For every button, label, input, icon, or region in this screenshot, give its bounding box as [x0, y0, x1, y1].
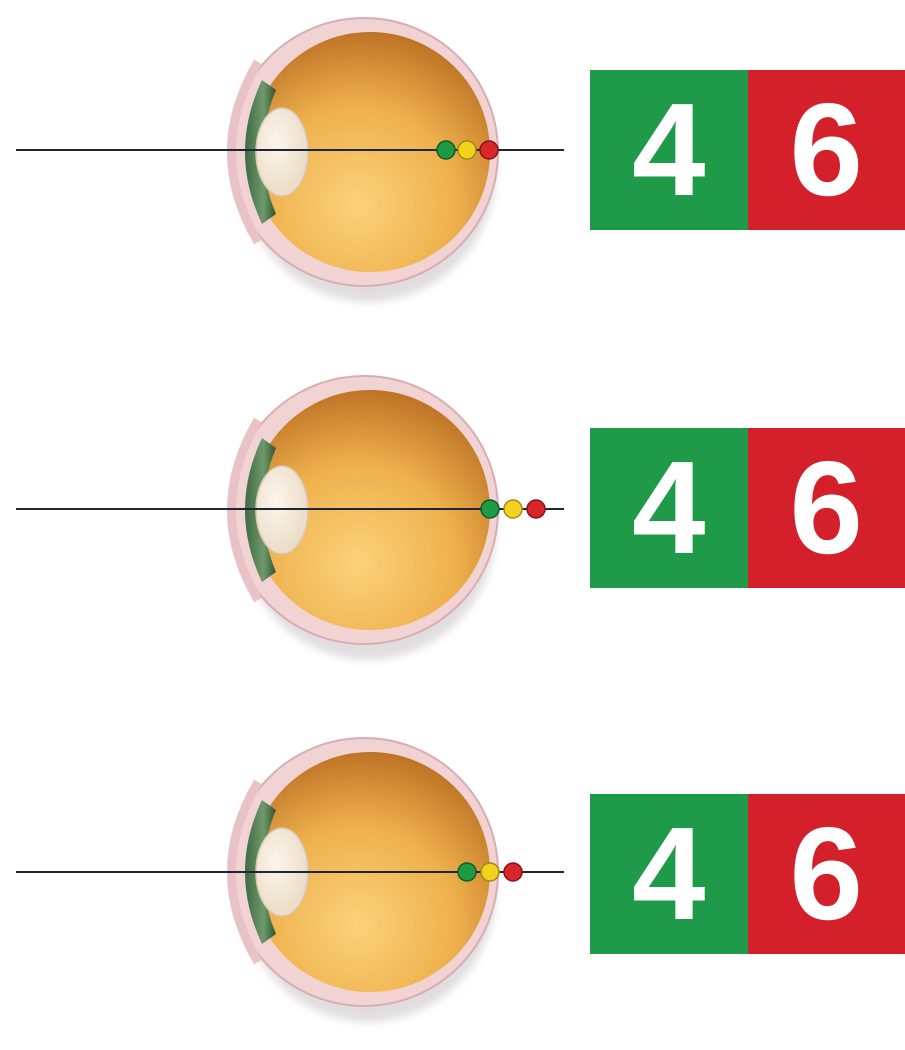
- red-focus-dot: [504, 863, 522, 881]
- duochrome-chart: 4 6: [590, 794, 905, 954]
- green-digit: 4: [632, 808, 705, 940]
- green-half: 4: [590, 70, 748, 230]
- green-focus-dot: [437, 141, 455, 159]
- green-digit: 4: [632, 84, 705, 216]
- lens: [256, 108, 308, 196]
- red-half: 6: [748, 70, 905, 230]
- red-half: 6: [748, 428, 905, 588]
- yellow-focus-dot: [504, 500, 522, 518]
- red-digit: 6: [790, 84, 863, 216]
- panel-focus-on-retina: 4 6: [0, 720, 905, 1050]
- red-digit: 6: [790, 442, 863, 574]
- yellow-focus-dot: [458, 141, 476, 159]
- red-half: 6: [748, 794, 905, 954]
- green-half: 4: [590, 794, 748, 954]
- panel-focus-in-front: 4 6: [0, 0, 905, 330]
- duochrome-chart: 4 6: [590, 428, 905, 588]
- eye-diagram: [0, 720, 580, 1050]
- eye-diagram: [0, 358, 580, 688]
- green-focus-dot: [481, 500, 499, 518]
- red-digit: 6: [790, 808, 863, 940]
- red-focus-dot: [480, 141, 498, 159]
- duochrome-chart: 4 6: [590, 70, 905, 230]
- panel-focus-behind: 4 6: [0, 358, 905, 688]
- green-half: 4: [590, 428, 748, 588]
- eye-diagram: [0, 0, 580, 330]
- yellow-focus-dot: [481, 863, 499, 881]
- green-focus-dot: [458, 863, 476, 881]
- green-digit: 4: [632, 442, 705, 574]
- red-focus-dot: [527, 500, 545, 518]
